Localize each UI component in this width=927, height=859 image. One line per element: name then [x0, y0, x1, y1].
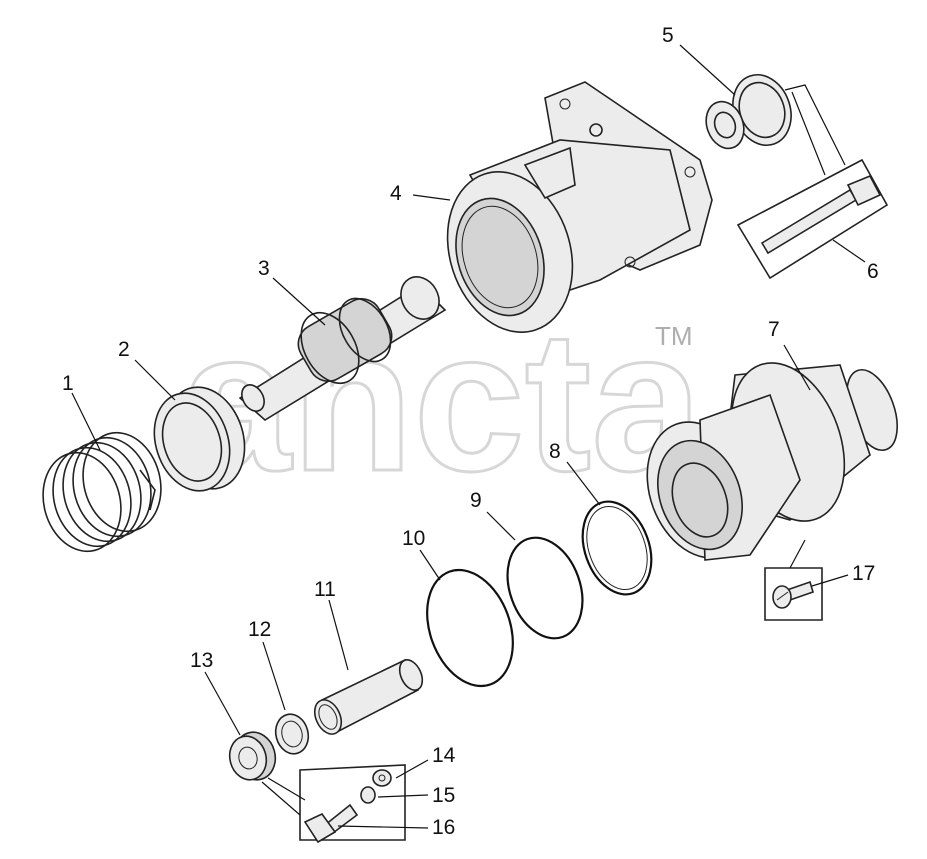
- part-10-oring: [426, 568, 514, 688]
- leader-lines: [71, 44, 866, 829]
- callout-9: 9: [470, 489, 482, 512]
- part-15-spring-washer: [360, 786, 376, 804]
- callout-14: 14: [432, 744, 456, 767]
- part-2-sleeve: [153, 386, 246, 492]
- callout-16: 16: [432, 816, 455, 839]
- callout-11: 11: [314, 578, 336, 601]
- part-1-spring: [42, 431, 162, 553]
- watermark-trademark: TM: [655, 321, 693, 351]
- callout-1: 1: [62, 372, 74, 395]
- callout-2: 2: [118, 338, 130, 361]
- part-5-gear: [705, 74, 792, 150]
- callout-15: 15: [432, 784, 455, 807]
- part-6-bolt: [736, 84, 889, 280]
- callout-5: 5: [662, 24, 674, 47]
- callout-6: 6: [867, 260, 879, 283]
- callout-8: 8: [549, 440, 561, 463]
- part-7-hub: [646, 362, 898, 561]
- part-4-housing: [446, 81, 713, 333]
- callouts: 1 2 3 4 5 6 7 8 9 10 11 12 13 14 15 16 1…: [62, 24, 879, 839]
- part-11-tube: [313, 658, 424, 735]
- part-13-bearing: [228, 731, 277, 781]
- part-14-washer: [372, 769, 392, 787]
- callout-17: 17: [852, 562, 875, 585]
- parts-14-16-fastener-group: [261, 764, 406, 844]
- part-8-ring: [581, 500, 653, 596]
- callout-12: 12: [248, 618, 271, 641]
- part-17-screw: [764, 539, 823, 621]
- callout-4: 4: [390, 182, 402, 205]
- callout-13: 13: [190, 649, 213, 672]
- part-12-washer: [274, 713, 310, 755]
- part-9-oring: [506, 536, 584, 640]
- callout-3: 3: [258, 257, 270, 280]
- callout-7: 7: [768, 318, 780, 341]
- part-3-shaft-bearing: [238, 276, 447, 421]
- callout-10: 10: [402, 527, 425, 550]
